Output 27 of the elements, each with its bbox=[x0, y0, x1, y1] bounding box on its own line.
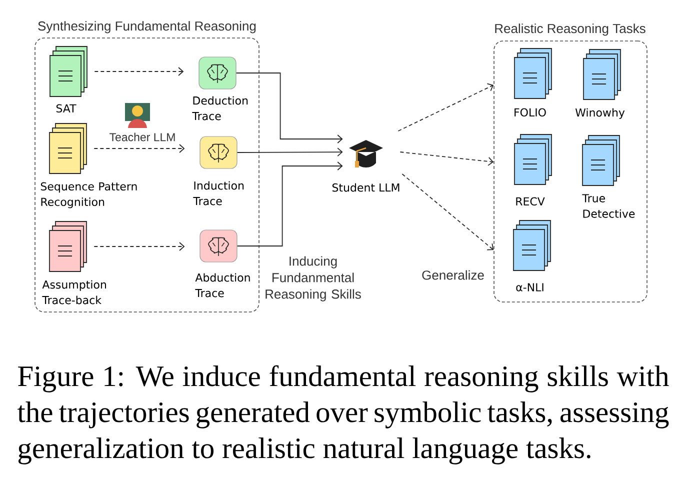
arrow bbox=[236, 162, 343, 246]
icon-label: α-NLI bbox=[516, 283, 544, 292]
icon-label: SAT bbox=[56, 104, 76, 113]
arrow bbox=[402, 174, 494, 250]
icon-label: Winowhy bbox=[575, 108, 625, 119]
arrow bbox=[400, 152, 494, 166]
icon-label: Sequence Pattern Recognition bbox=[40, 182, 137, 208]
arrow bbox=[398, 83, 494, 132]
annotation-text: Inducing Fundanmental Reasoning Skills bbox=[266, 256, 361, 302]
icon-label: Abduction Trace bbox=[195, 273, 250, 298]
icon-label: FOLIO bbox=[514, 108, 546, 117]
figure-caption: Figure 1: We induce fundamental reasoning skills with the trajectories generated over symbolic tasks, assessing generalization to realistic natural language tasks. bbox=[17, 365, 669, 464]
edge-label: Generalize bbox=[420, 269, 486, 281]
arrow bbox=[236, 148, 343, 156]
icon-label: Student LLM bbox=[332, 183, 400, 192]
icon-label: Assumption Trace-back bbox=[42, 280, 106, 304]
icon-label: True Detective bbox=[582, 194, 635, 218]
arrow bbox=[94, 242, 185, 251]
edge-label: Teacher LLM bbox=[108, 132, 177, 142]
arrow bbox=[94, 67, 184, 76]
icon-label: Deduction Trace bbox=[192, 96, 248, 120]
icon-label: Induction Trace bbox=[193, 181, 244, 206]
panel-heading: Synthesizing Fundamental Reasoning bbox=[38, 21, 256, 34]
icon-label: RECV bbox=[516, 197, 545, 206]
arrow bbox=[236, 72, 343, 144]
panel-heading: Realistic Reasoning Tasks bbox=[495, 24, 646, 36]
arrow bbox=[94, 144, 185, 153]
